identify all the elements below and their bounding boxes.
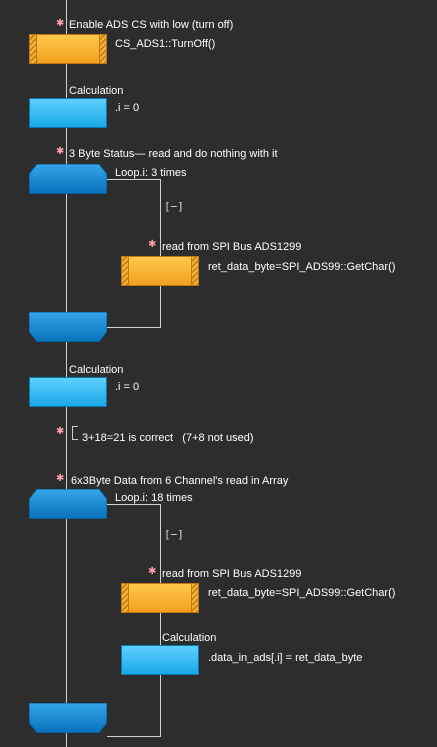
loop-title: 3 Byte Status— read and do nothing with …	[69, 148, 278, 160]
block-title: Calculation	[162, 632, 217, 644]
collapse-toggle[interactable]: [−]	[164, 528, 184, 541]
calculation-block-i-zero[interactable]	[29, 98, 107, 128]
comment-star-icon: ✱	[148, 239, 157, 250]
comment-star-icon: ✱	[56, 146, 65, 157]
loop-body-connector	[160, 179, 161, 327]
comment-bracket	[72, 426, 78, 440]
calculation-code: .data_in_ads[.i] = ret_data_byte	[208, 652, 363, 664]
loop-start-icon[interactable]	[29, 489, 107, 519]
loop-count: Loop.i: 18 times	[115, 492, 193, 504]
block-title: Calculation	[69, 364, 124, 376]
comment-part: (7+8 not used)	[182, 432, 254, 444]
comment-star-icon: ✱	[148, 566, 157, 577]
calculation-code: .i = 0	[115, 102, 140, 114]
loop-title: 6x3Byte Data from 6 Channel's read in Ar…	[71, 475, 289, 487]
main-connector	[66, 0, 67, 747]
loop-end-icon[interactable]	[29, 703, 107, 733]
macro-block-spi-read[interactable]	[121, 583, 199, 613]
macro-code: ret_data_byte=SPI_ADS99::GetChar()	[208, 261, 396, 273]
loop-end-icon[interactable]	[29, 312, 107, 342]
loop-body-connector	[107, 179, 160, 180]
comment-star-icon: ✱	[56, 18, 65, 29]
macro-code: ret_data_byte=SPI_ADS99::GetChar()	[208, 587, 396, 599]
macro-code: CS_ADS1::TurnOff()	[115, 38, 216, 50]
loop-return-connector	[107, 327, 161, 328]
calculation-block-data-in-ads[interactable]	[121, 645, 199, 675]
macro-block-cs-turnoff[interactable]	[29, 34, 107, 64]
comment-star-icon: ✱	[56, 426, 65, 437]
block-title: Enable ADS CS with low (turn off)	[69, 19, 234, 31]
block-title: read from SPI Bus ADS1299	[162, 568, 302, 580]
block-title: read from SPI Bus ADS1299	[162, 241, 302, 253]
comment-star-icon: ✱	[56, 473, 65, 484]
loop-start-icon[interactable]	[29, 164, 107, 194]
calculation-code: .i = 0	[115, 381, 140, 393]
comment-part: 3+18=21 is correct	[82, 432, 174, 444]
calculation-block-i-zero[interactable]	[29, 377, 107, 407]
loop-return-connector	[107, 736, 161, 737]
loop-body-connector	[160, 504, 161, 736]
loop-body-connector	[107, 504, 160, 505]
loop-count: Loop.i: 3 times	[115, 167, 187, 179]
comment-text: 3+18=21 is correct (7+8 not used)	[82, 432, 254, 445]
collapse-toggle[interactable]: [−]	[164, 200, 184, 213]
block-title: Calculation	[69, 85, 124, 97]
macro-block-spi-read[interactable]	[121, 256, 199, 286]
